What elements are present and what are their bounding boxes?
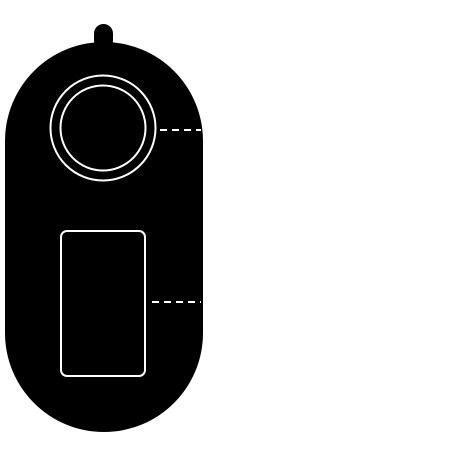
- camera-lens-outer-ring: [49, 74, 157, 182]
- device-body: [5, 42, 203, 432]
- display-screen: [60, 230, 146, 377]
- camera-lens-inner-ring: [59, 84, 147, 172]
